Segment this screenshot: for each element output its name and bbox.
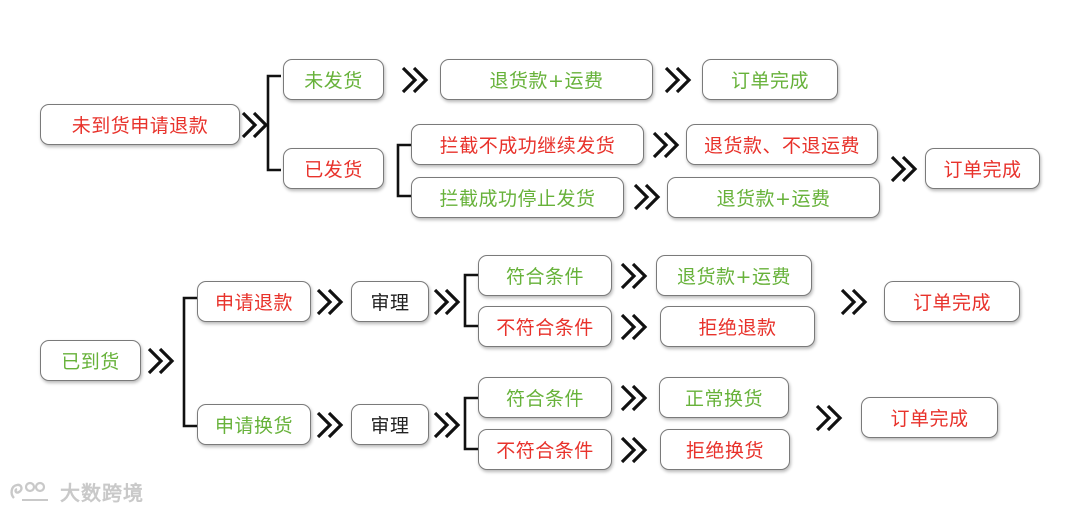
node-apply-refund: 申请退款 <box>197 281 311 322</box>
chevron-icon <box>620 436 648 464</box>
node-normal-exchange: 正常换货 <box>659 377 789 418</box>
node-exchange-meets-conditions: 符合条件 <box>478 377 612 418</box>
chevron-icon <box>664 66 692 94</box>
chevron-icon <box>401 66 429 94</box>
chevron-icon <box>316 288 344 316</box>
node-refuse-exchange: 拒绝换货 <box>660 429 790 470</box>
chevron-icon <box>620 384 648 412</box>
chevron-icon <box>433 411 461 439</box>
chevron-icon <box>620 262 648 290</box>
node-not-shipped: 未发货 <box>283 59 384 100</box>
chevron-icon <box>652 131 680 159</box>
node-refund-order-complete: 订单完成 <box>884 281 1020 322</box>
chevron-icon <box>316 411 344 439</box>
node-delivered: 已到货 <box>40 340 141 381</box>
watermark-text: 大数跨境 <box>60 480 144 505</box>
node-intercept-success-refund-shipping: 退货款+运费 <box>667 177 880 218</box>
chevron-icon <box>840 288 868 316</box>
chevron-icon <box>620 313 648 341</box>
chevron-icon <box>147 347 175 375</box>
node-not-shipped-order-complete: 订单完成 <box>702 59 838 100</box>
node-shipped-order-complete: 订单完成 <box>925 148 1040 189</box>
node-review-exchange: 审理 <box>351 404 429 445</box>
node-review-refund: 审理 <box>351 281 429 322</box>
node-refund-meets-conditions: 符合条件 <box>478 255 612 296</box>
node-apply-exchange: 申请换货 <box>197 404 311 445</box>
node-intercept-success-stop-shipping: 拦截成功停止发货 <box>411 177 624 218</box>
node-refund-no-shipping-refund: 退货款、不退运费 <box>686 124 878 165</box>
node-refund-goods-and-shipping: 退货款+运费 <box>656 255 812 296</box>
node-refuse-refund: 拒绝退款 <box>660 306 815 347</box>
node-exchange-order-complete: 订单完成 <box>861 397 998 438</box>
node-exchange-fails-conditions: 不符合条件 <box>478 429 612 470</box>
chevron-icon <box>890 155 918 183</box>
chevron-icon <box>633 183 661 211</box>
node-undelivered-refund-request: 未到货申请退款 <box>40 104 240 145</box>
node-refund-fails-conditions: 不符合条件 <box>478 306 612 347</box>
watermark: 大数跨境 <box>8 476 144 506</box>
chevron-icon <box>241 111 269 139</box>
node-shipped: 已发货 <box>283 148 384 189</box>
chevron-icon <box>433 288 461 316</box>
node-not-shipped-refund-shipping: 退货款+运费 <box>440 59 653 100</box>
watermark-logo-icon <box>10 481 48 501</box>
node-intercept-failed-continue-shipping: 拦截不成功继续发货 <box>411 124 644 165</box>
chevron-icon <box>815 404 843 432</box>
